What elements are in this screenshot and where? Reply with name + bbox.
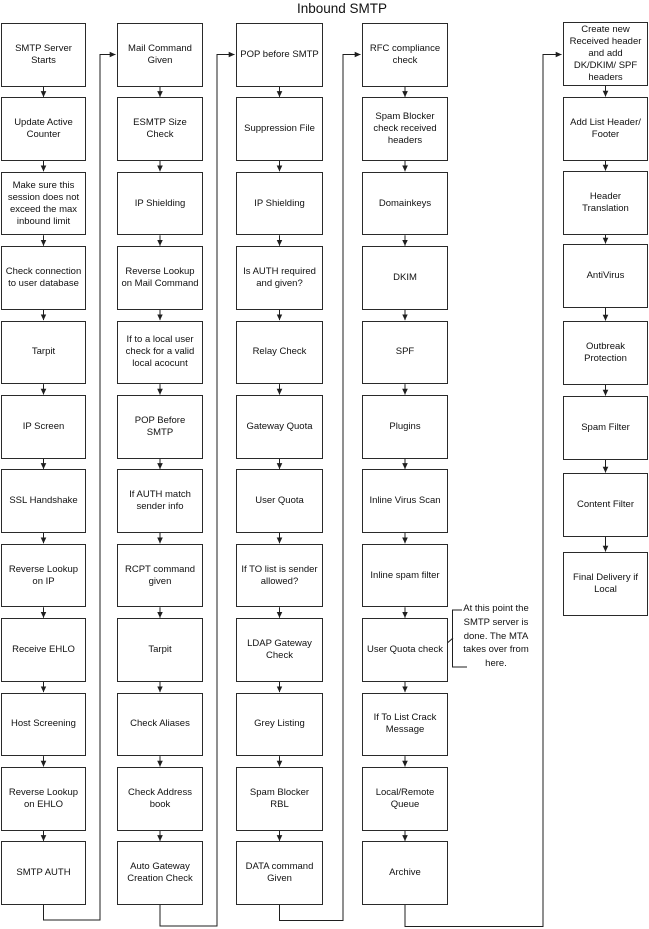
flow-box: Reverse Lookup on Mail Command [117, 246, 203, 310]
flow-box: Check Address book [117, 767, 203, 831]
flow-box: Inline spam filter [362, 543, 448, 608]
flow-box: DATA command Given [236, 841, 323, 905]
connector-col3-to-col4 [279, 51, 361, 921]
flow-box: Mail Command Given [117, 23, 203, 87]
flow-box: If To List Crack Message [362, 692, 448, 757]
flow-box: Outbreak Protection [563, 321, 648, 385]
flow-box: Check Aliases [117, 692, 203, 757]
flow-box: Create new Received header and add DK/DK… [563, 22, 648, 86]
flow-box: IP Screen [1, 395, 86, 459]
flow-box: IP Shielding [236, 171, 323, 236]
flow-box: Spam Filter [563, 396, 648, 460]
connector-col2-to-col3 [159, 51, 235, 927]
flow-box: SMTP Server Starts [1, 23, 86, 87]
connector-col4-to-col5 [404, 51, 562, 927]
flow-box: LDAP Gateway Check [236, 618, 323, 682]
annotation-line: here. [485, 658, 507, 670]
flow-box: Inline Virus Scan [362, 469, 448, 533]
diagram-title: Inbound SMTP [296, 1, 388, 16]
flow-box: Suppression File [236, 97, 323, 161]
flow-box: Spam Blocker RBL [236, 767, 323, 831]
flow-box: Domainkeys [362, 171, 448, 236]
flow-box: If AUTH match sender info [117, 469, 203, 533]
flow-box: RCPT command given [117, 543, 203, 608]
flow-box: User Quota [236, 469, 323, 533]
flow-box: SSL Handshake [1, 469, 86, 533]
flow-box: Content Filter [563, 473, 648, 537]
flow-box: Grey Listing [236, 692, 323, 757]
annotation-line: SMTP server is [463, 616, 529, 628]
annotation-line: takes over from [463, 644, 529, 656]
flow-box: IP Shielding [117, 171, 203, 236]
flow-box: Tarpit [1, 320, 86, 385]
flow-box: Reverse Lookup on IP [1, 543, 86, 608]
flow-box: POP Before SMTP [117, 395, 203, 459]
flow-box: RFC compliance check [362, 23, 448, 87]
flow-box: DKIM [362, 246, 448, 310]
flow-box: Update Active Counter [1, 97, 86, 161]
flow-box: If to a local user check for a valid loc… [117, 320, 203, 385]
flow-box: Relay Check [236, 320, 323, 385]
flow-box: User Quota check [362, 618, 448, 682]
flow-box: Host Screening [1, 692, 86, 757]
flow-box: Add List Header/ Footer [563, 97, 648, 161]
flow-box: Gateway Quota [236, 395, 323, 459]
flow-box: Local/Remote Queue [362, 767, 448, 831]
flow-box: Is AUTH required and given? [236, 246, 323, 310]
flow-box: Check connection to user database [1, 246, 86, 310]
flow-box: SPF [362, 320, 448, 385]
flow-box: Reverse Lookup on EHLO [1, 767, 86, 831]
flow-box: Archive [362, 841, 448, 905]
flow-box: Make sure this session does not exceed t… [1, 171, 86, 236]
flow-box: Final Delivery if Local [563, 552, 648, 616]
flow-box: Tarpit [117, 618, 203, 682]
flow-box: ESMTP Size Check [117, 97, 203, 161]
flow-box: Header Translation [563, 171, 648, 235]
flow-box: AntiVirus [563, 244, 648, 308]
flow-box: Auto Gateway Creation Check [117, 841, 203, 905]
flow-box: Plugins [362, 395, 448, 459]
annotation-line: At this point the [463, 603, 529, 614]
flow-box: Spam Blocker check received headers [362, 97, 448, 161]
connector-col1-to-col2 [43, 51, 116, 921]
flow-box: If TO list is sender allowed? [236, 543, 323, 608]
flow-box: POP before SMTP [236, 23, 323, 87]
annotation-line: done. The MTA [463, 630, 529, 642]
flow-box: SMTP AUTH [1, 841, 86, 905]
flow-box: Receive EHLO [1, 618, 86, 682]
